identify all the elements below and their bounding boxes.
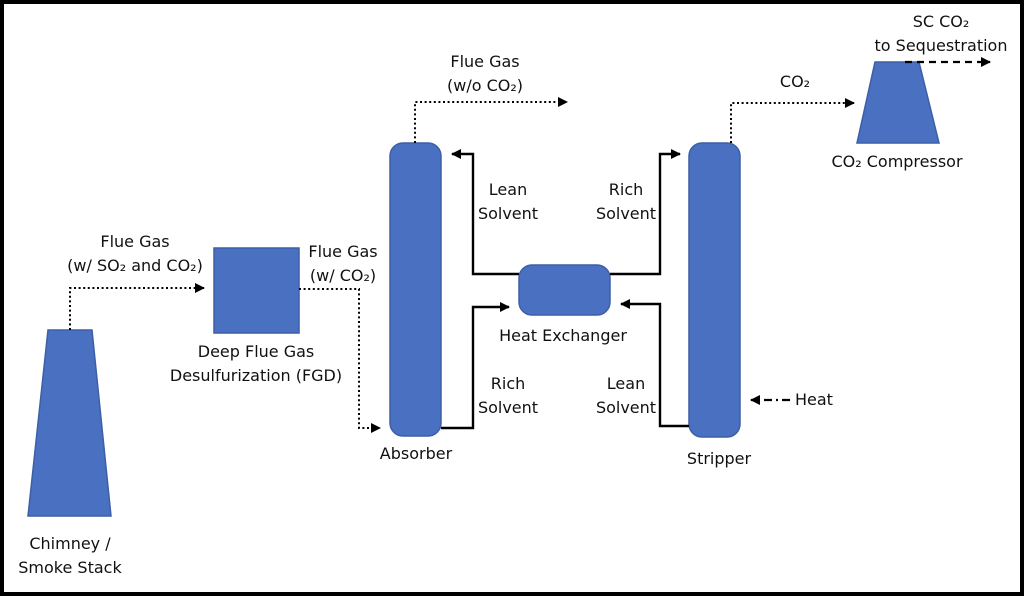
fgd-label-line1: Deep Flue Gas: [197, 342, 315, 361]
rich-solvent-to-stripper-label: Rich Solvent: [596, 178, 656, 226]
lean-solvent-to-absorber-label: Lean Solvent: [478, 178, 538, 226]
heat-label-text: Heat: [795, 390, 833, 409]
lean-solvent-from-stripper-arrow: [620, 299, 689, 428]
flue-gas-so2-co2-label-line2: (w/ SO₂ and CO₂): [67, 256, 203, 275]
sc-co2-label: SC CO₂ to Sequestration: [875, 10, 1008, 58]
rich-solvent-to-stripper-line2: Solvent: [595, 204, 657, 223]
chimney-shape: [27, 329, 112, 517]
flue-gas-no-co2-label: Flue Gas (w/o CO₂): [447, 50, 523, 98]
rich-solvent-from-absorber-line1: Rich: [490, 374, 526, 393]
sc-co2-label-line2: to Sequestration: [874, 36, 1008, 55]
chimney-label-line2: Smoke Stack: [18, 558, 122, 577]
chimney-label-line1: Chimney /: [29, 534, 111, 553]
lean-solvent-from-stripper-label: Lean Solvent: [596, 372, 656, 420]
flue-gas-co2-label-line1: Flue Gas: [308, 242, 378, 261]
absorber-shape: [389, 142, 442, 437]
heat-exchanger-label: Heat Exchanger: [499, 324, 627, 348]
lean-solvent-to-absorber-line2: Solvent: [477, 204, 539, 223]
fgd-label: Deep Flue Gas Desulfurization (FGD): [170, 340, 342, 388]
lean-solvent-from-stripper-line2: Solvent: [595, 398, 657, 417]
absorber-label: Absorber: [380, 442, 452, 466]
co2-compressor-shape: [856, 61, 940, 144]
heat-exchanger-shape: [518, 264, 611, 316]
lean-solvent-to-absorber-arrow: [451, 149, 519, 276]
flue-gas-no-co2-arrow: [414, 97, 568, 143]
flue-gas-no-co2-label-line1: Flue Gas: [450, 52, 520, 71]
rich-solvent-from-absorber-line2: Solvent: [477, 398, 539, 417]
stripper-label-text: Stripper: [686, 449, 752, 468]
co2-stream-label: CO₂: [780, 70, 810, 94]
rich-solvent-from-absorber-arrow: [441, 302, 510, 430]
fgd-label-line2: Desulfurization (FGD): [169, 366, 343, 385]
rich-solvent-from-absorber-label: Rich Solvent: [478, 372, 538, 420]
flue-gas-co2-arrow: [299, 288, 381, 433]
lean-solvent-from-stripper-line1: Lean: [606, 374, 646, 393]
absorber-label-text: Absorber: [379, 444, 453, 463]
flue-gas-so2-co2-arrow: [69, 283, 205, 330]
flue-gas-co2-label: Flue Gas (w/ CO₂): [308, 240, 377, 288]
flue-gas-so2-co2-label: Flue Gas (w/ SO₂ and CO₂): [67, 230, 203, 278]
heat-label: Heat: [795, 388, 833, 412]
heat-exchanger-label-text: Heat Exchanger: [499, 326, 627, 345]
flue-gas-co2-label-line2: (w/ CO₂): [309, 266, 377, 285]
rich-solvent-to-stripper-line1: Rich: [608, 180, 644, 199]
lean-solvent-to-absorber-line1: Lean: [488, 180, 528, 199]
chimney-label: Chimney / Smoke Stack: [18, 532, 121, 580]
stripper-label: Stripper: [687, 447, 751, 471]
co2-compressor-label-text: CO₂ Compressor: [831, 152, 963, 171]
co2-compressor-label: CO₂ Compressor: [831, 150, 962, 174]
stripper-shape: [688, 142, 741, 438]
flue-gas-no-co2-label-line2: (w/o CO₂): [446, 76, 524, 95]
co2-stream-label-text: CO₂: [779, 72, 811, 91]
sc-co2-label-line1: SC CO₂: [912, 12, 970, 31]
rich-solvent-to-stripper-arrow: [610, 149, 681, 276]
diagram-canvas: [27, 57, 991, 517]
flue-gas-so2-co2-label-line1: Flue Gas: [100, 232, 170, 251]
co2-to-compressor-arrow: [730, 98, 855, 143]
fgd-shape: [213, 247, 300, 334]
